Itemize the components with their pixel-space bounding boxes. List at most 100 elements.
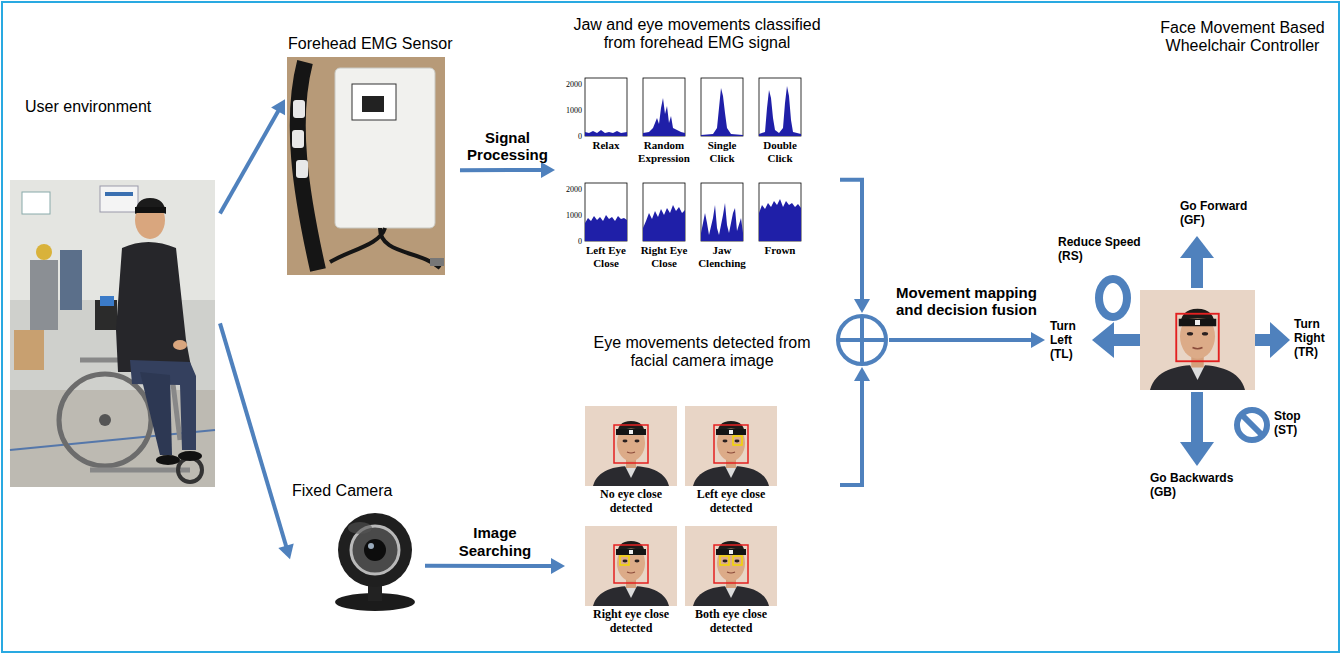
- lens-glint: [368, 543, 374, 549]
- node-heading: Left eye close detected: [685, 488, 777, 516]
- plot-frame: [701, 78, 743, 136]
- face-image: Both eye close detected: [685, 526, 777, 640]
- emg-signal: [759, 86, 801, 136]
- person-hand: [173, 340, 187, 350]
- sensor-box: [335, 68, 435, 228]
- forward-arrow-head: [1180, 236, 1214, 258]
- reduce-speed-symbol: [1099, 279, 1127, 317]
- right-arrow-shaft: [1255, 334, 1272, 346]
- eye-box: [733, 436, 742, 445]
- wheelchair-wheel: [59, 374, 151, 466]
- emg-chart: Single Click: [694, 78, 750, 168]
- person-hair: [135, 198, 166, 214]
- face-photo: [585, 526, 677, 606]
- edge-label-box: Signal Processing: [463, 129, 553, 164]
- back-arrow-head: [1180, 442, 1214, 466]
- axis-value: 2000: [560, 80, 582, 89]
- person-shoe: [178, 451, 202, 461]
- edge-label: Signal Processing: [463, 129, 553, 164]
- left-arrow-head: [1092, 322, 1114, 358]
- forward-arrow-shaft: [1191, 256, 1203, 288]
- emg-signal: [585, 130, 627, 136]
- emg-signal: [759, 199, 801, 241]
- connector-line: [220, 110, 279, 214]
- plot-frame: [585, 183, 627, 241]
- webcam-body: [338, 513, 412, 587]
- emg-chart: Left Eye Close: [578, 183, 634, 273]
- person-headband: [135, 207, 166, 213]
- node-heading: Both eye close detected: [685, 608, 777, 636]
- node-heading: Frown: [752, 244, 808, 257]
- wall-poster: [22, 192, 50, 214]
- emg-plot: [759, 78, 801, 136]
- electrode-pad: [293, 100, 305, 118]
- node-heading: Eye movements detected from facial camer…: [582, 334, 822, 371]
- label-box: 2000: [560, 80, 582, 89]
- emg-chart: Double Click: [752, 78, 808, 168]
- connector: [220, 99, 285, 213]
- face-photo: [685, 526, 777, 606]
- webcam-highlight: [348, 522, 372, 534]
- emg-plot: [643, 183, 685, 241]
- webcam: [335, 513, 415, 611]
- eye-box: [620, 556, 629, 565]
- command-label: Go Forward (GF): [1180, 200, 1260, 228]
- emg-chart: Relax: [578, 78, 634, 168]
- plot-frame: [585, 78, 627, 136]
- wall-poster: [100, 186, 138, 212]
- node-heading: Movement mapping and decision fusion: [896, 284, 1046, 319]
- axis-value: 1000: [560, 211, 582, 220]
- emg-chart: Jaw Clenching: [694, 183, 750, 273]
- node-heading: Right eye close detected: [585, 608, 677, 636]
- lab-box: [14, 330, 44, 370]
- arrow-head: [271, 99, 285, 115]
- node-heading: Single Click: [694, 139, 750, 164]
- plot-frame: [701, 183, 743, 241]
- connector: [460, 162, 555, 178]
- node-heading: User environment: [25, 98, 215, 116]
- node-heading: Left Eye Close: [578, 244, 634, 269]
- stop-symbol: [1237, 410, 1267, 440]
- plot-frame: [643, 183, 685, 241]
- label-box: Turn Right (TR): [1294, 318, 1328, 359]
- emg-chart: Random Expression: [636, 78, 692, 168]
- controller-graphic: [1092, 236, 1290, 466]
- emg-signal: [643, 98, 685, 136]
- electrode-pad: [292, 130, 304, 148]
- caster-wheel: [178, 458, 202, 482]
- node-heading: Relax: [578, 139, 634, 152]
- label-box: Turn Left (TL): [1050, 320, 1084, 361]
- label-box: 0: [560, 237, 582, 246]
- axis-value: 1000: [560, 106, 582, 115]
- label-box: Go Forward (GF): [1180, 200, 1260, 228]
- node-heading: Jaw Clenching: [694, 244, 750, 269]
- label-box: Reduce Speed (RS): [1058, 236, 1148, 264]
- webcam-neck: [368, 585, 382, 601]
- arrow-head: [1031, 332, 1045, 348]
- axis-value: 2000: [560, 185, 582, 194]
- arrow-head: [551, 558, 565, 574]
- back-arrow-shaft: [1191, 392, 1203, 444]
- emg-plot: [701, 78, 743, 136]
- person-jacket: [116, 242, 192, 372]
- user-photo: [10, 180, 215, 487]
- control-unit: [100, 296, 114, 306]
- sensor-background: [287, 57, 445, 275]
- axis-value: 0: [560, 132, 582, 141]
- face-image: Right eye close detected: [585, 526, 677, 640]
- poster-stripe: [105, 192, 133, 196]
- eye-detection-images: [585, 406, 777, 606]
- node-heading: Random Expression: [636, 139, 692, 164]
- label-box: 2000: [560, 185, 582, 194]
- emg-plot: [585, 78, 627, 136]
- command-label: Go Backwards (GB): [1150, 472, 1250, 500]
- photo-background: [10, 180, 215, 487]
- emg-chart: Right Eye Close: [636, 183, 692, 273]
- edge-label: Image Searching: [450, 524, 540, 559]
- chart-group: Jaw and eye movements classified from fo…: [555, 12, 840, 287]
- connector-line: [460, 168, 543, 172]
- arrow-head: [278, 544, 293, 560]
- node-heading: No eye close detected: [585, 488, 677, 516]
